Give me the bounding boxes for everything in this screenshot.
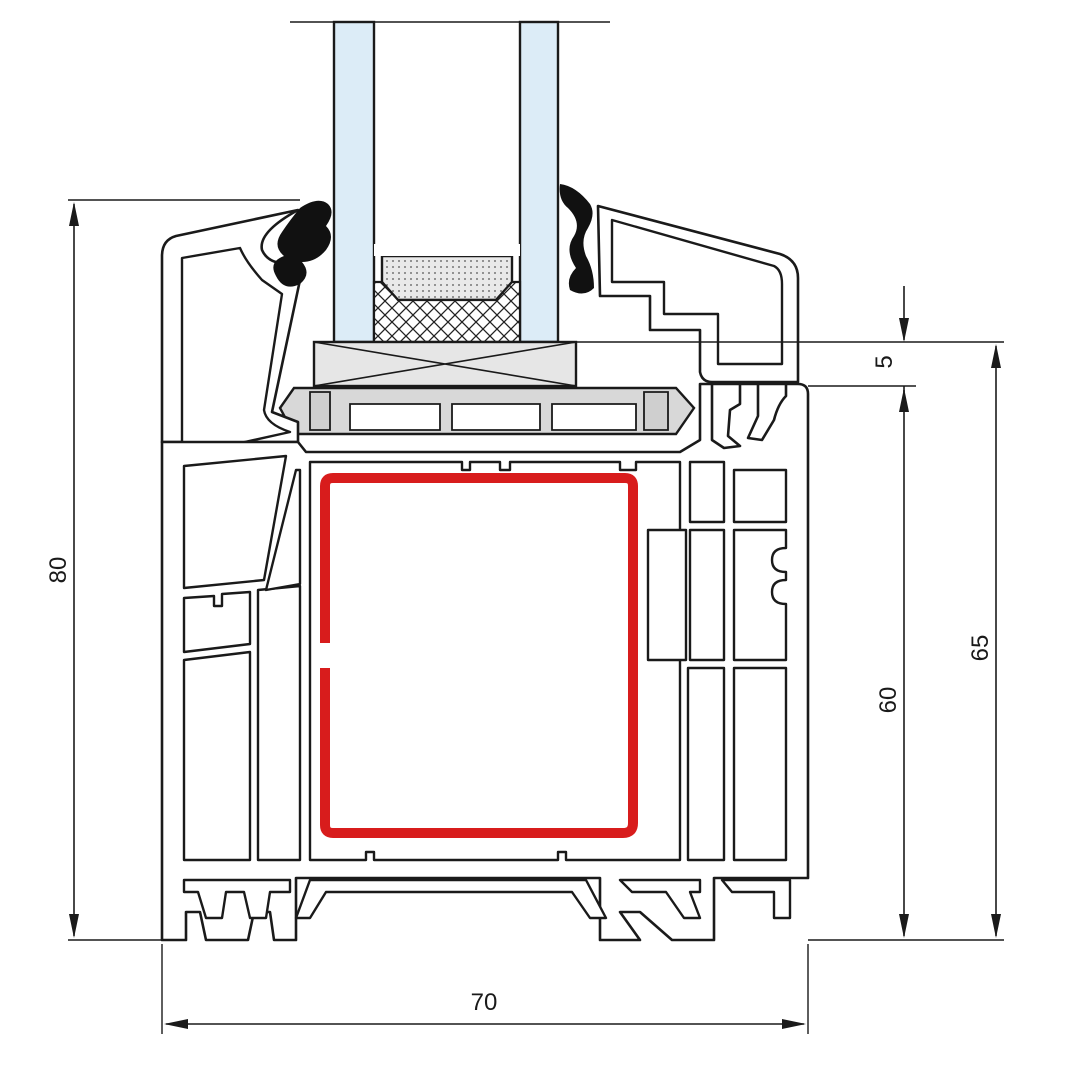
sash-left-chamber — [180, 246, 292, 458]
frame-chamber-9 — [688, 528, 726, 662]
glass-pane-right — [518, 20, 560, 344]
glass-pane-left — [332, 20, 376, 344]
glazing-block-cross — [313, 341, 577, 387]
spacer-bar — [380, 254, 514, 302]
frame-chamber-12 — [732, 666, 788, 862]
steel-reinforcement-band — [320, 473, 638, 838]
spacer-gap — [374, 244, 520, 256]
frame-chamber-1 — [182, 454, 288, 590]
glazing-blocks — [278, 340, 696, 436]
frame-chamber-10 — [732, 528, 788, 662]
frame-hook — [710, 382, 742, 450]
frame-stop — [746, 382, 788, 442]
dim-arrow-5-upper — [899, 318, 909, 342]
frame-chamber-2 — [182, 590, 252, 654]
glazing-gasket-left — [273, 200, 332, 287]
gaskets — [273, 184, 594, 294]
glazing-gasket-right — [559, 184, 594, 294]
setting-block-ends — [309, 391, 669, 431]
frame-chamber-6 — [688, 460, 726, 524]
reinforcement-chamber — [308, 460, 682, 862]
dim-label-60: 60 — [875, 687, 902, 714]
sash-profile — [160, 204, 800, 458]
steel-reinforcement — [320, 473, 638, 838]
frame-chamber-5 — [264, 468, 302, 592]
frame-chamber-7 — [732, 468, 788, 524]
glazing-bead-chamber — [610, 218, 784, 366]
frame-chamber-8 — [646, 528, 688, 662]
frame-foot-right — [618, 878, 702, 920]
frame-chamber-4 — [256, 584, 302, 862]
glass-unit — [290, 20, 610, 344]
frame-foot-left — [182, 878, 292, 920]
dim-label-70: 70 — [471, 989, 498, 1016]
dim-label-5: 5 — [871, 355, 898, 368]
setting-block-slots — [349, 403, 637, 431]
dim-label-80: 80 — [45, 557, 72, 584]
frame-foot-center — [294, 878, 608, 920]
frame-chamber-3 — [182, 650, 252, 862]
dimension-lines: 80 70 65 60 5 — [45, 199, 1004, 1034]
frame-profile — [160, 382, 810, 942]
dim-label-65: 65 — [967, 635, 994, 662]
frame-foot-outer — [720, 878, 792, 920]
frame-chamber-11 — [686, 666, 726, 862]
